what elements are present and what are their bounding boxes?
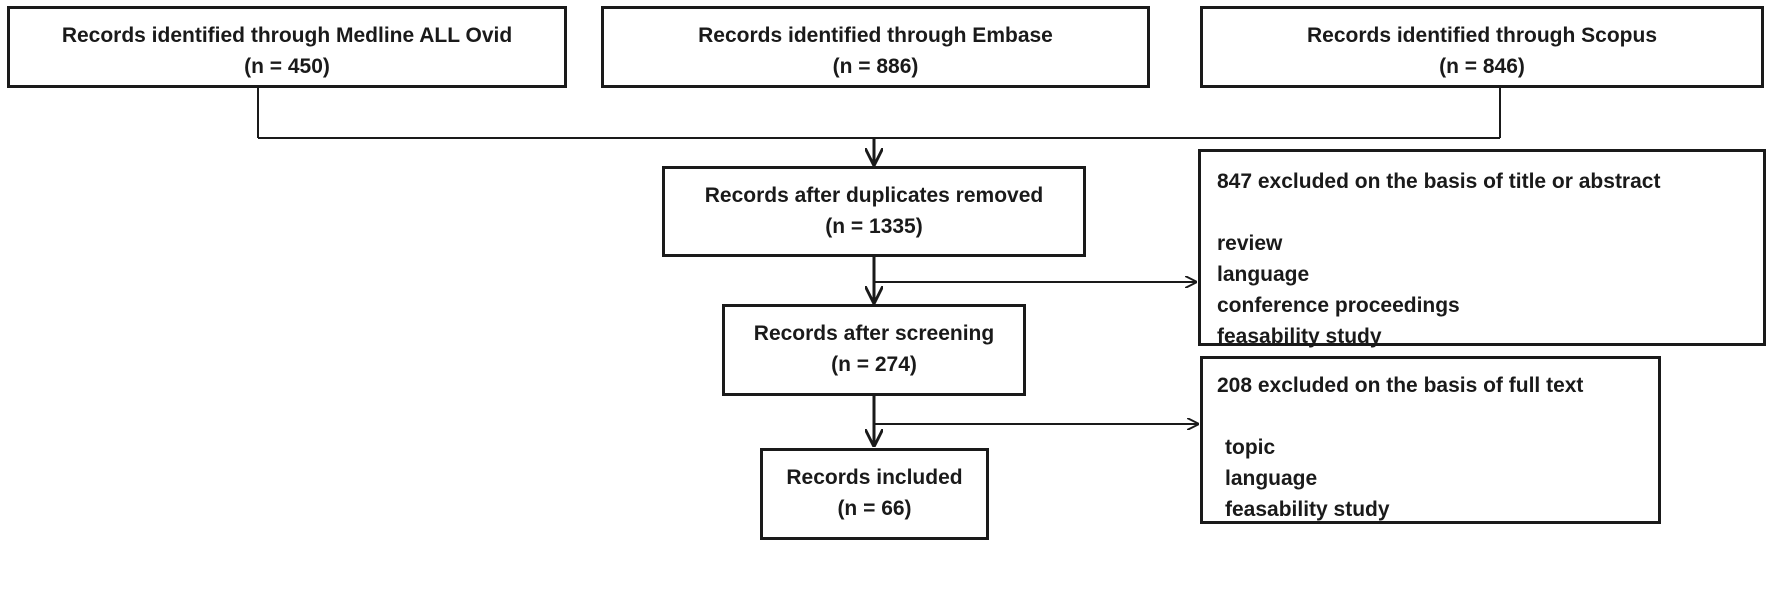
source-count: (n = 450) [244,55,330,78]
source-box-medline: Records identified through Medline ALL O… [7,6,567,88]
source-label: Records identified through Embase [698,24,1053,47]
stage-box-duplicates-removed: Records after duplicates removed (n = 13… [662,166,1086,257]
exclusion-reason: language [1217,263,1310,286]
exclusion-title: 208 excluded on the basis of full text [1217,374,1584,397]
stage-count: (n = 274) [831,353,917,376]
exclusion-title: 847 excluded on the basis of title or ab… [1217,170,1661,193]
exclusion-reason: language [1225,467,1318,490]
source-label: Records identified through Medline ALL O… [61,24,513,47]
exclusion-reason: review [1217,232,1283,255]
stage-label: Records after duplicates removed [704,184,1044,207]
exclusion-reason: feasability study [1225,498,1390,521]
exclusion-reason: conference proceedings [1217,294,1460,317]
exclusion-box-title-abstract: 847 excluded on the basis of title or ab… [1198,149,1766,348]
stage-label: Records after screening [753,322,995,345]
source-box-embase: Records identified through Embase (n = 8… [601,6,1150,88]
stage-count: (n = 1335) [825,215,923,238]
exclusion-reason: feasability study [1217,325,1382,348]
source-box-scopus: Records identified through Scopus (n = 8… [1200,6,1764,88]
stage-label: Records included [786,466,963,489]
stage-box-after-screening: Records after screening (n = 274) [722,304,1026,396]
exclusion-reason: topic [1225,436,1276,459]
source-count: (n = 886) [832,55,919,78]
stage-count: (n = 66) [837,497,912,520]
stage-box-included: Records included (n = 66) [760,448,989,540]
source-label: Records identified through Scopus [1306,24,1658,47]
source-count: (n = 846) [1439,55,1525,78]
exclusion-box-full-text: 208 excluded on the basis of full text t… [1200,356,1661,524]
